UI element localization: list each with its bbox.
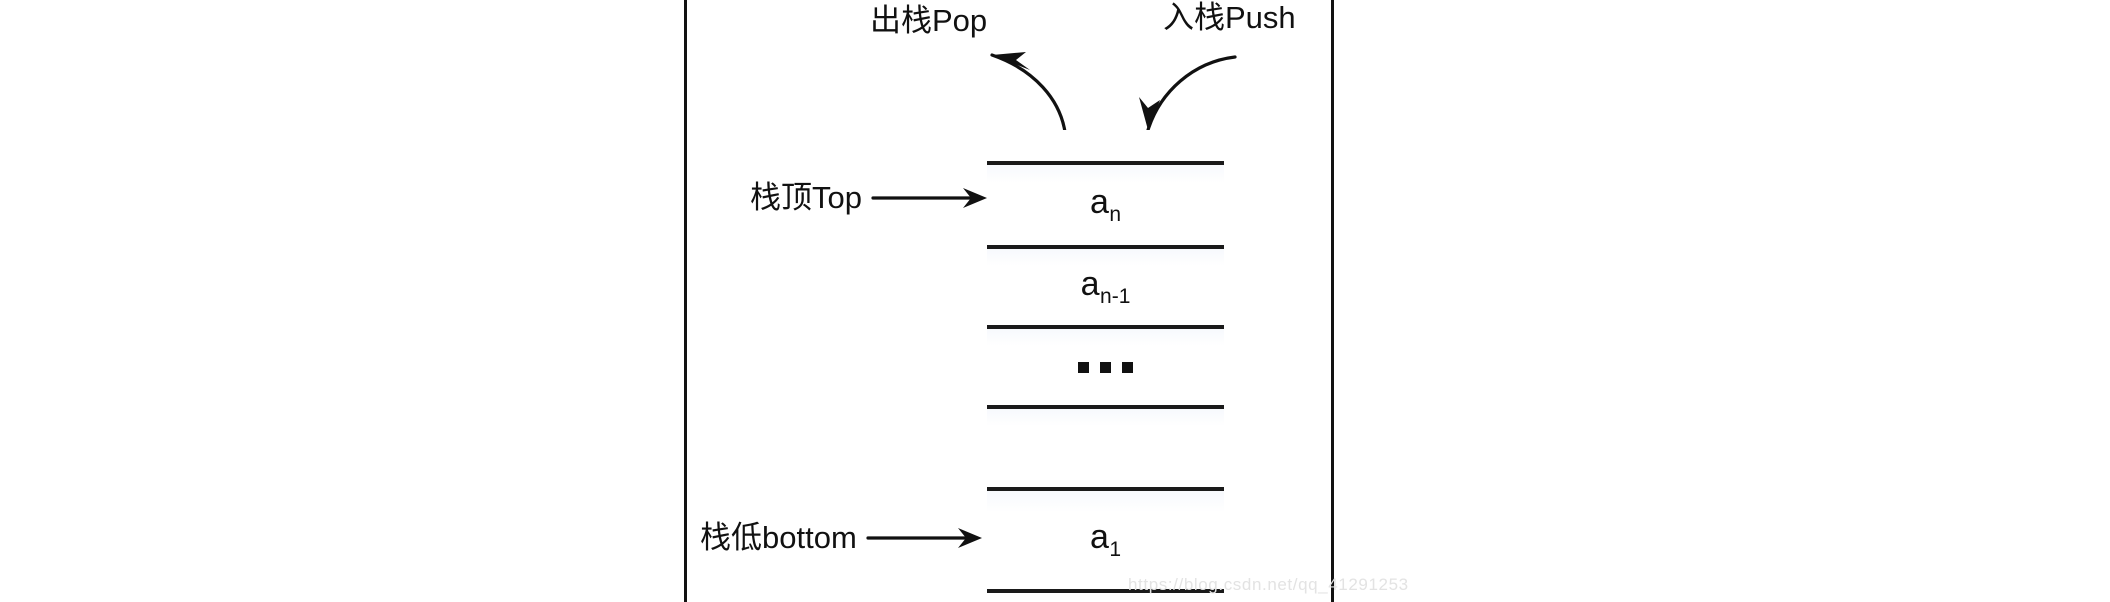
push-caption: 入栈Push — [1163, 0, 1296, 35]
stack-cell-an: an — [987, 161, 1224, 245]
stack-cell-a1: a1 — [987, 487, 1224, 593]
stack-cell-empty — [987, 405, 1224, 487]
stack-cell-an-label: an — [1089, 183, 1122, 226]
stack-bottom-label-text: 栈低bottom — [700, 520, 857, 555]
pop-caption: 出栈Pop — [870, 3, 988, 38]
stack-top-arrow-icon — [871, 187, 987, 208]
stack-container: an an-1 a1 — [987, 130, 1224, 593]
push-arrow-head — [1139, 97, 1160, 130]
stack-top-label: 栈顶Top — [750, 182, 989, 213]
page-border-left — [684, 0, 687, 602]
stack-cell-head — [987, 130, 1224, 161]
stack-cell-ellipsis — [987, 325, 1224, 405]
pop-arrow-head — [992, 52, 1030, 70]
stack-bottom-arrow-icon — [866, 527, 982, 548]
stack-bottom-label: 栈低bottom — [700, 522, 984, 553]
page-border-right — [1331, 0, 1334, 602]
stack-top-label-text: 栈顶Top — [750, 180, 862, 215]
watermark-text: https://blog.csdn.net/qq_41291253 — [1128, 575, 1409, 594]
stack-cell-an-1: an-1 — [987, 245, 1224, 325]
push-arrow-curve — [1146, 55, 1237, 132]
stack-cell-an-1-label: an-1 — [1080, 265, 1131, 308]
pop-arrow-curve — [990, 53, 1067, 134]
ellipsis-icon — [1078, 361, 1133, 373]
stack-cell-a1-label: a1 — [1089, 518, 1122, 561]
